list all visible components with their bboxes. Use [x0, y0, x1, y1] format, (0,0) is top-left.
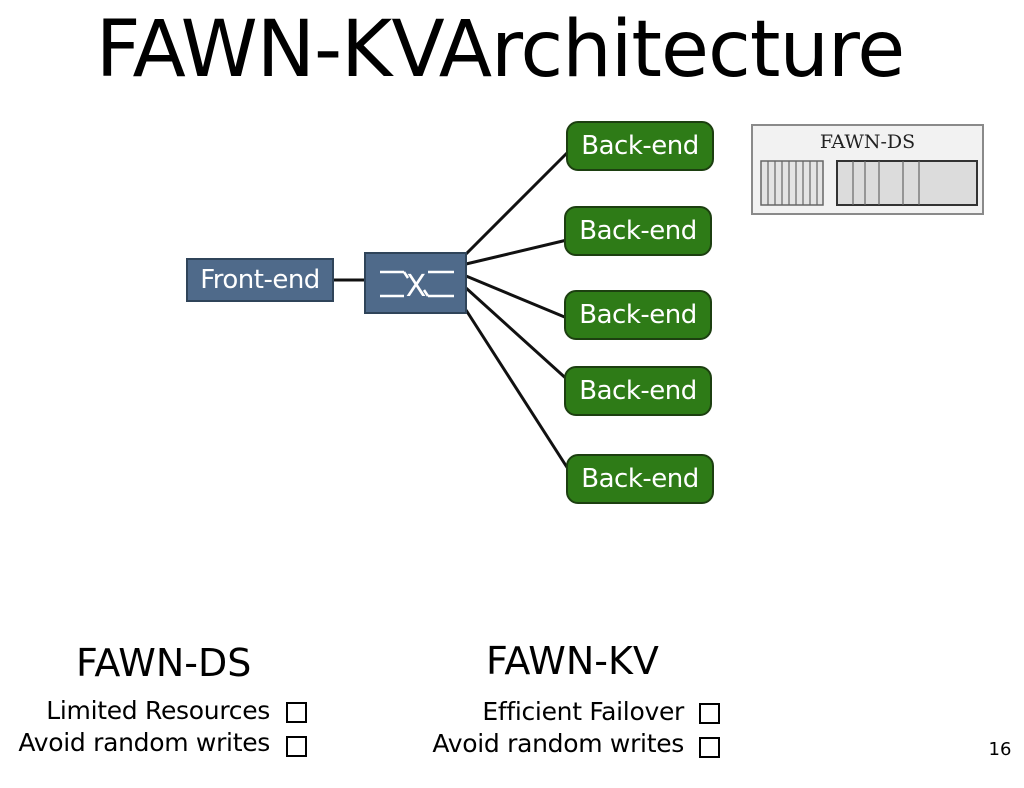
kv-feature-efficient-failover: Efficient Failover [482, 697, 684, 726]
switch-node: X [364, 252, 467, 314]
link-switch-backend-3 [465, 274, 568, 320]
fawn-ds-datastore: FAWN-DS [751, 124, 984, 215]
link-switch-backend-5 [464, 309, 572, 473]
backend-node-4: Back-end [564, 366, 712, 416]
front-end-node: Front-end [186, 258, 334, 302]
kv-avoid-random-writes-checkbox[interactable] [699, 737, 720, 758]
ds-avoid-random-writes-checkbox[interactable] [286, 736, 307, 757]
link-switch-backend-2 [465, 238, 568, 266]
ds-feature-limited-resources: Limited Resources [46, 696, 270, 725]
backend-node-2: Back-end [564, 206, 712, 256]
backend-node-1: Back-end [566, 121, 714, 171]
page-number: 16 [988, 739, 1012, 760]
fawn-ds-label: FAWN-DS [819, 131, 916, 153]
switch-label: X [406, 269, 427, 304]
ds-limited-resources-checkbox[interactable] [286, 702, 307, 723]
backend-node-5: Back-end [566, 454, 714, 504]
fawn-kv-heading: FAWN-KV [486, 639, 659, 683]
kv-feature-avoid-random-writes: Avoid random writes [432, 729, 684, 758]
slide-title: FAWN-KVArchitecture [95, 5, 905, 95]
link-switch-backend-4 [464, 286, 572, 384]
fawn-ds-heading: FAWN-DS [76, 641, 252, 685]
ds-feature-avoid-random-writes: Avoid random writes [18, 728, 270, 757]
kv-efficient-failover-checkbox[interactable] [699, 703, 720, 724]
switch-icon: X [380, 269, 454, 304]
log-structure-icon [760, 160, 978, 206]
link-switch-backend-1 [464, 148, 572, 256]
backend-node-3: Back-end [564, 290, 712, 340]
